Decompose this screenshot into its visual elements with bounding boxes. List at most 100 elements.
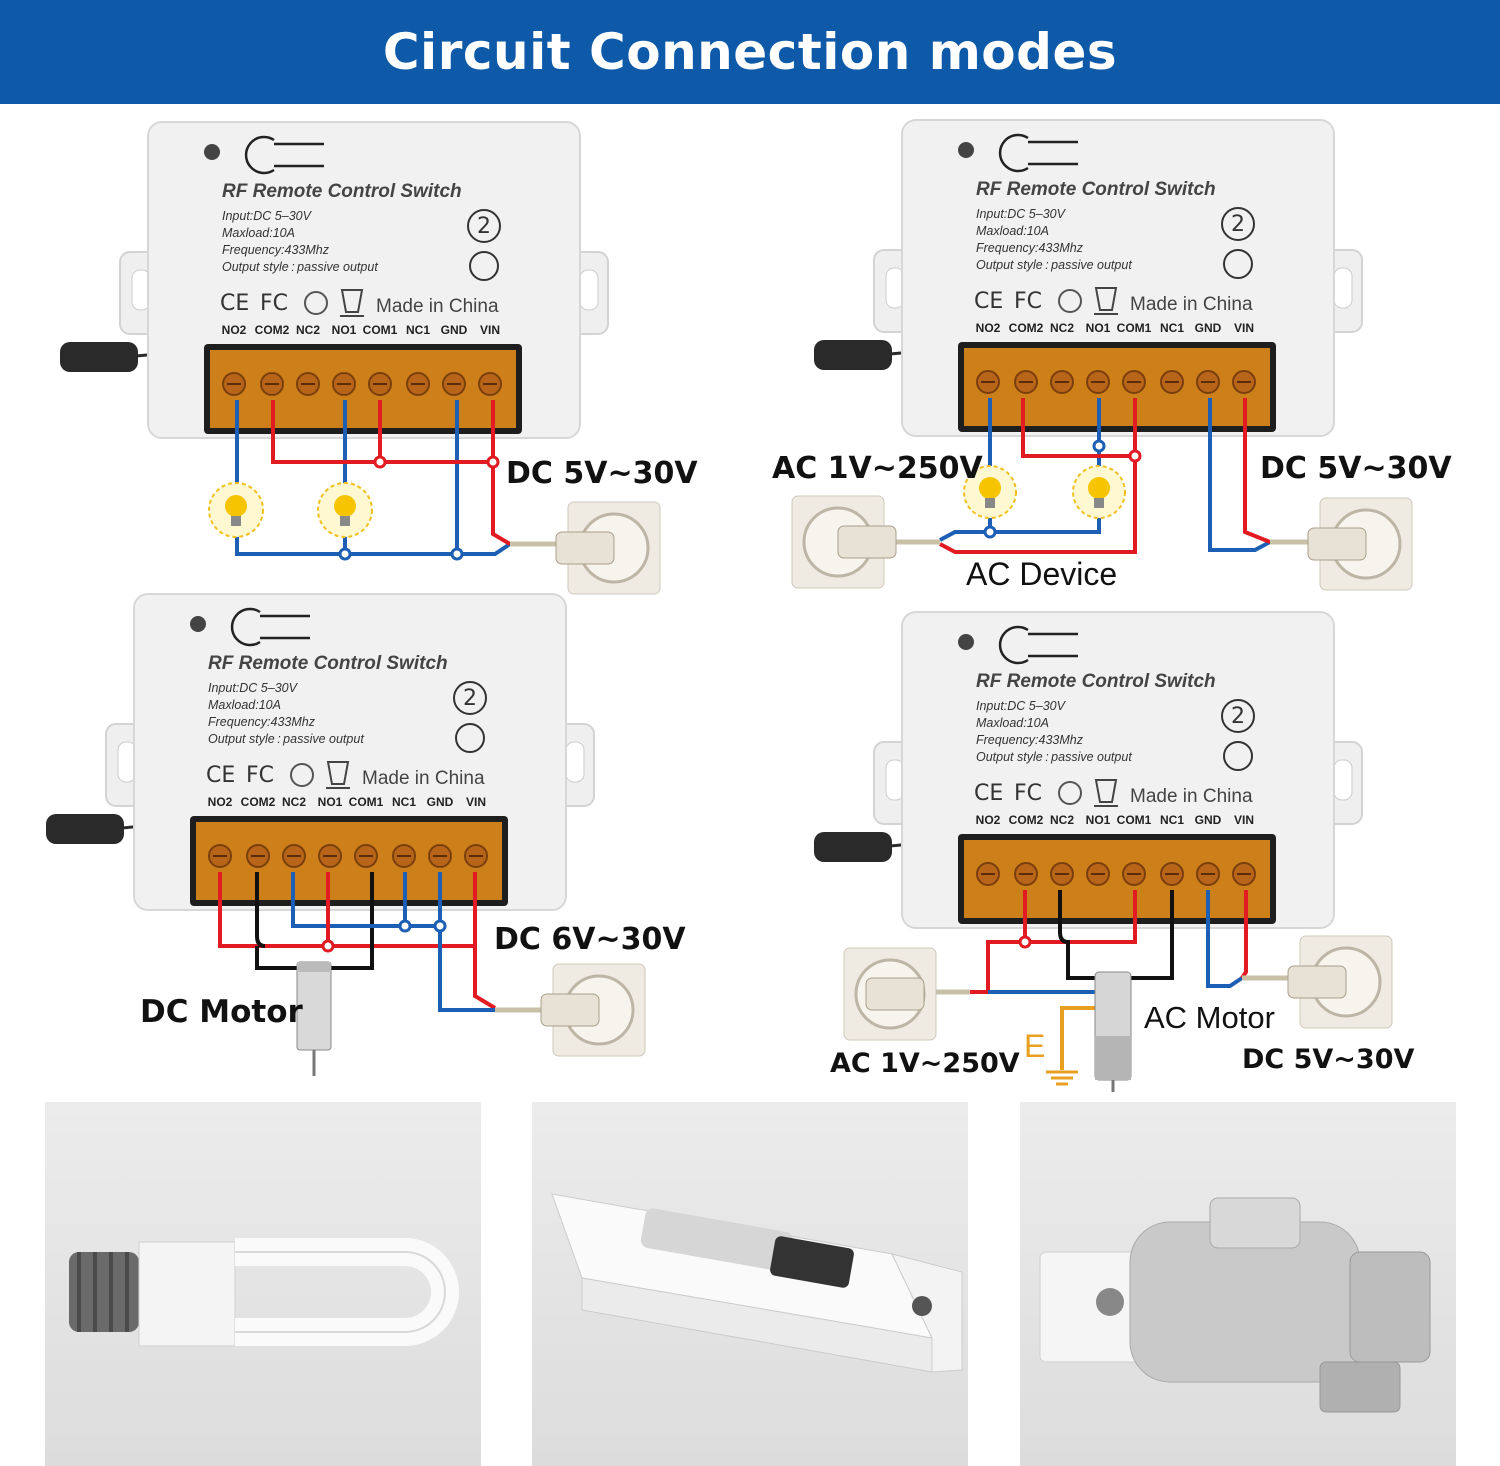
ac-motor-icon (1094, 971, 1132, 1092)
dc-voltage-label: DC 5V~30V (1242, 1044, 1415, 1075)
device-spec: Frequency:433Mhz (222, 243, 330, 257)
device-spec: Maxload:10A (222, 226, 295, 240)
terminal-label: GND (427, 795, 454, 809)
photo-curtain-motor (532, 1102, 968, 1466)
terminal-label: COM1 (349, 795, 384, 809)
terminal-label: COM1 (1117, 321, 1152, 335)
antenna-icon (814, 340, 892, 370)
terminal-label: NC2 (1050, 321, 1074, 335)
terminal-block (964, 840, 1270, 918)
channel-badge-icon (1221, 207, 1255, 241)
device-spec: Input:DC 5–30V (976, 699, 1067, 713)
rohs-icon (469, 251, 499, 281)
rohs-icon (1223, 249, 1253, 279)
antenna-icon (46, 814, 124, 844)
dc-motor-label: DC Motor (140, 994, 303, 1030)
terminal-label: VIN (1234, 321, 1254, 335)
fcc-mark: FC (260, 291, 288, 316)
weee-bin-icon (1094, 779, 1118, 807)
made-in-label: Made in China (1130, 786, 1253, 807)
terminal-label: COM2 (241, 795, 276, 809)
made-in-label: Made in China (376, 296, 499, 317)
terminal-label: GND (441, 323, 468, 337)
recycle-icon (304, 291, 328, 315)
ce-mark: CE (974, 781, 1003, 806)
device-spec: Frequency:433Mhz (208, 715, 316, 729)
ce-mark: CE (206, 763, 235, 788)
wiring-top-left (208, 400, 661, 595)
indicator-led-icon (204, 144, 220, 160)
ac-device-label: AC Device (966, 556, 1118, 592)
terminal-label: COM1 (1117, 813, 1152, 827)
rohs-icon (1223, 741, 1253, 771)
brand-logo-icon (998, 625, 1078, 665)
device-title: RF Remote Control Switch (976, 671, 1216, 692)
device-title: RF Remote Control Switch (208, 653, 448, 674)
brand-logo-icon (244, 135, 324, 175)
terminal-label: GND (1195, 321, 1222, 335)
terminal-label: GND (1195, 813, 1222, 827)
bulb-icon (208, 482, 264, 538)
device-spec: Output style : passive output (222, 260, 378, 274)
power-plug-icon (791, 495, 897, 589)
indicator-led-icon (958, 142, 974, 158)
terminal-block (210, 350, 516, 428)
power-plug-icon (1307, 497, 1413, 591)
ac-voltage-label: AC 1V~250V (830, 1048, 1020, 1079)
antenna-icon (60, 342, 138, 372)
device-spec: Maxload:10A (976, 224, 1049, 238)
terminal-label: NC1 (1160, 321, 1184, 335)
device-spec: Maxload:10A (976, 716, 1049, 730)
recycle-icon (1058, 289, 1082, 313)
device-spec: Output style : passive output (208, 732, 364, 746)
wiring-bottom-left (218, 872, 646, 1076)
bulb-icon (1072, 465, 1126, 519)
ac-voltage-label: AC 1V~250V (772, 451, 983, 486)
terminal-label: NO1 (1086, 321, 1111, 335)
terminal-label: NO2 (222, 323, 247, 337)
terminal-label: NC2 (296, 323, 320, 337)
terminal-label: COM2 (1009, 813, 1044, 827)
device-spec: Frequency:433Mhz (976, 733, 1084, 747)
terminal-label: NO1 (332, 323, 357, 337)
photo-cfl-bulb (45, 1102, 481, 1466)
channel-badge-icon (467, 209, 501, 243)
terminal-label: NC1 (392, 795, 416, 809)
cfl-bulb-icon (69, 1238, 459, 1347)
ce-mark: CE (220, 291, 249, 316)
made-in-label: Made in China (1130, 294, 1253, 315)
rohs-icon (455, 723, 485, 753)
device-spec: Input:DC 5–30V (208, 681, 299, 695)
terminal-label: NO2 (976, 813, 1001, 827)
dc-motor-icon (296, 961, 332, 1076)
terminal-label: COM2 (255, 323, 290, 337)
ac-motor-icon (1039, 1197, 1431, 1413)
indicator-led-icon (190, 616, 206, 632)
made-in-label: Made in China (362, 768, 485, 789)
power-plug-icon (1287, 935, 1393, 1029)
terminal-label: VIN (480, 323, 500, 337)
weee-bin-icon (1094, 287, 1118, 315)
wiring-top-right (791, 398, 1413, 591)
channel-badge-text: 2 (1231, 212, 1245, 237)
recycle-icon (1058, 781, 1082, 805)
weee-bin-icon (340, 289, 364, 317)
device-title: RF Remote Control Switch (976, 179, 1216, 200)
dc-voltage-label: DC 5V~30V (1260, 451, 1452, 486)
device-title: RF Remote Control Switch (222, 181, 462, 202)
terminal-label: COM2 (1009, 321, 1044, 335)
bulb-icon (963, 465, 1017, 519)
brand-logo-icon (998, 133, 1078, 173)
fcc-mark: FC (1014, 781, 1042, 806)
channel-badge-icon (1221, 699, 1255, 733)
wiring-bottom-right (843, 890, 1393, 1092)
terminal-label: VIN (466, 795, 486, 809)
terminal-block (964, 348, 1270, 426)
